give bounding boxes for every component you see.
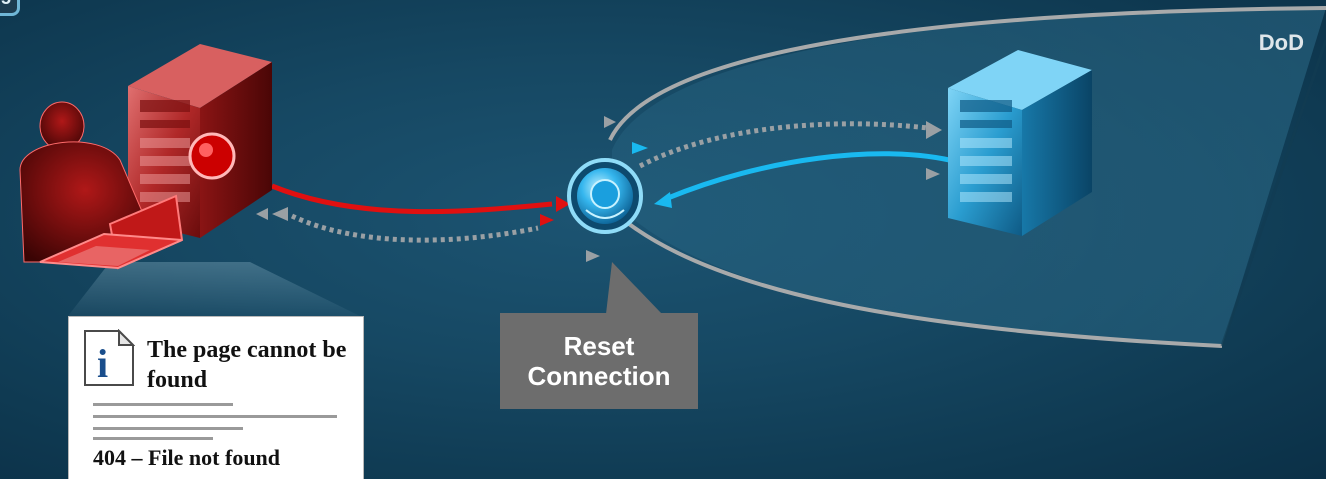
floor-shadow	[68, 262, 360, 316]
error-page-code: 404 – File not found	[93, 445, 280, 471]
divider	[93, 427, 243, 430]
reset-to-attacker-line	[292, 216, 538, 240]
divider	[93, 403, 233, 406]
info-icon: i	[83, 329, 135, 387]
step-badge: 5	[0, 0, 20, 16]
error-page-card: i The page cannot be found 404 – File no…	[68, 316, 364, 479]
sensor-device-icon	[569, 160, 641, 232]
reset-arrowhead-red	[540, 214, 554, 226]
divider	[93, 415, 337, 418]
marker-triangle	[256, 208, 268, 220]
alert-light-icon	[190, 134, 234, 178]
info-icon-letter: i	[97, 341, 108, 386]
callout-line-2: Connection	[500, 361, 698, 391]
attack-connection-line	[272, 186, 552, 212]
callout-pointer	[606, 262, 662, 314]
marker-triangle	[586, 250, 600, 262]
reset-connection-callout: Reset Connection	[500, 313, 698, 409]
dod-zone-label: DoD	[1259, 30, 1304, 56]
divider	[93, 437, 213, 440]
callout-line-1: Reset	[500, 331, 698, 361]
marker-triangle	[604, 116, 616, 128]
step-badge-number: 5	[1, 0, 11, 9]
error-page-title: The page cannot be found	[147, 335, 367, 395]
reset-to-attacker-arrowhead	[272, 207, 288, 221]
